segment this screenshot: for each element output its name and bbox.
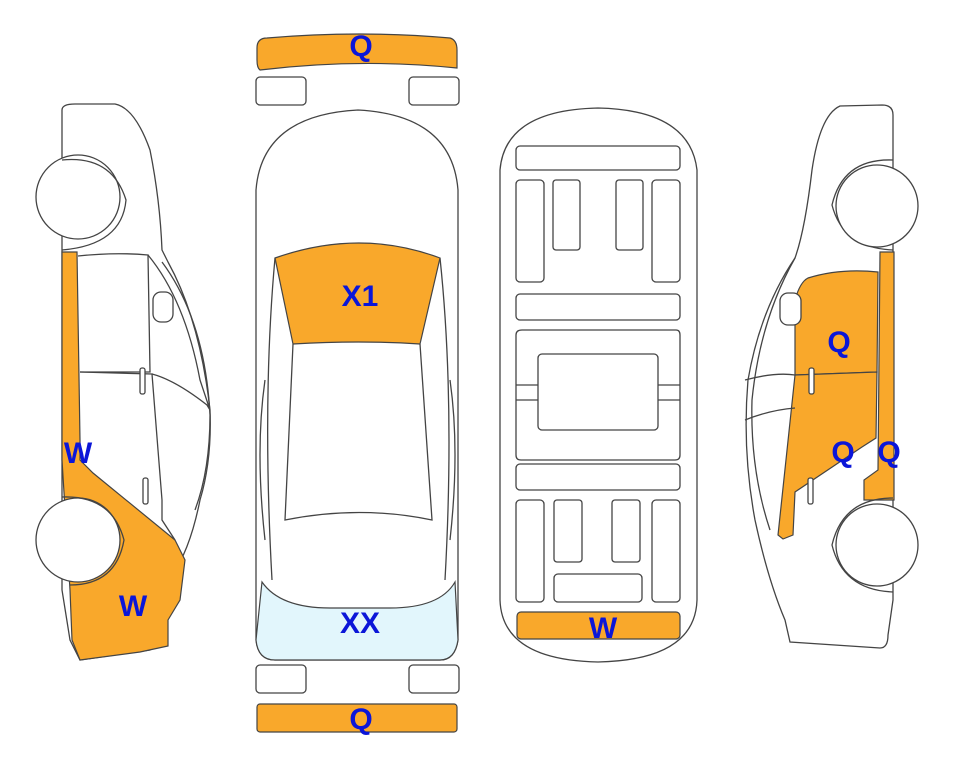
left-side-view: W W (35, 103, 211, 661)
left-front-wheel[interactable] (35, 154, 121, 240)
right-headlight (408, 76, 460, 106)
right-taillight (408, 664, 460, 694)
right-front-door-handle (808, 367, 815, 395)
windshield-label: X1 (342, 280, 379, 313)
underbody-view: W (499, 107, 698, 663)
front-bumper[interactable] (256, 33, 458, 71)
left-rear-door-handle (142, 477, 149, 505)
left-rear-wheel[interactable] (35, 497, 121, 583)
underbody-label: W (589, 612, 618, 645)
left-damage-label-2: W (119, 590, 148, 623)
top-view: Q X1 XX Q (255, 30, 460, 736)
rear-window-label: XX (340, 607, 380, 640)
right-side-view: Q Q Q (744, 104, 919, 649)
right-front-door-label: Q (827, 326, 850, 359)
right-rear-door-label: Q (831, 436, 854, 469)
right-mirror (779, 292, 802, 326)
right-rear-door-handle (807, 477, 814, 505)
right-rear-wheel[interactable] (835, 503, 919, 587)
front-bumper-label: Q (349, 30, 372, 63)
rear-underbody-panel[interactable] (516, 611, 681, 640)
rear-window[interactable] (255, 579, 459, 661)
right-sill[interactable] (863, 251, 895, 501)
right-front-door[interactable] (794, 270, 879, 376)
left-taillight (255, 664, 307, 694)
right-rear-door[interactable] (777, 371, 878, 540)
left-mirror (152, 291, 174, 323)
left-front-door-handle (139, 367, 146, 395)
rear-bumper-label: Q (349, 703, 372, 736)
top-body-outline (255, 109, 459, 661)
left-headlight (255, 76, 307, 106)
left-damage-label-1: W (64, 437, 93, 470)
rear-bumper[interactable] (256, 703, 458, 733)
right-front-wheel[interactable] (835, 164, 919, 248)
right-sill-label: Q (877, 436, 900, 469)
left-front-door[interactable] (77, 253, 151, 373)
